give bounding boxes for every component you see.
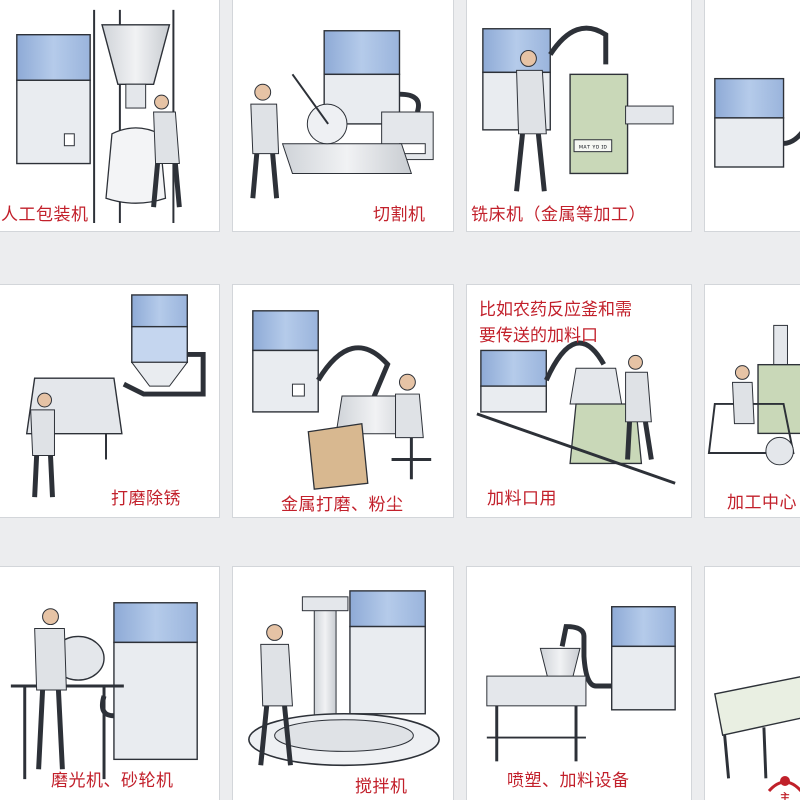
watermark-text: 主: [780, 793, 790, 800]
caption-spray-feeding: 喷塑、加料设备: [507, 771, 630, 791]
panel-metal-grinding-dust: 金属打磨、粉尘: [232, 284, 454, 518]
workbench-illustration: [714, 676, 800, 779]
milling-machine-label: ᴍᴀᴛ ʏᴅ ɪᴅ: [579, 144, 608, 151]
feeding-port-illustration: [476, 340, 676, 485]
caption-feeding-port: 加料口用: [487, 489, 557, 509]
watermark-seal-icon: [767, 776, 800, 793]
milling-illustration: ᴍᴀᴛ ʏᴅ ɪᴅ: [482, 25, 674, 192]
rust-grinding-illustration: [25, 294, 206, 498]
panel-feeding-port: 比如农药反应釜和需 要传送的加料口 加料口用: [466, 284, 692, 518]
caption-manual-packing: 人工包装机: [1, 205, 89, 225]
caption-polishing: 磨光机、砂轮机: [51, 771, 174, 791]
caption-mixing: 搅拌机: [355, 777, 408, 797]
feeding-port-note-line-1: 比如农药反应釜和需: [479, 300, 632, 320]
panel-partial-top-right: [704, 0, 800, 232]
watermark-logo: 主: [763, 771, 800, 800]
feeding-port-note: 比如农药反应釜和需 要传送的加料口: [479, 297, 632, 349]
panel-spray-feeding: 喷塑、加料设备: [466, 566, 692, 800]
panel-machining-center: 加工中心: [704, 284, 800, 518]
panel-polishing: 磨光机、砂轮机: [0, 566, 220, 800]
panel-manual-packing: 人工包装机: [0, 0, 220, 232]
panel-partial-bottom-right: 主: [704, 566, 800, 800]
caption-machining-center: 加工中心: [727, 493, 797, 513]
metal-grinding-illustration: [252, 310, 432, 490]
polishing-illustration: [10, 602, 198, 780]
machining-center-illustration: [707, 324, 800, 466]
caption-cutting: 切割机: [373, 205, 426, 225]
manual-packing-illustration: [16, 9, 182, 224]
panel-milling: ᴍᴀᴛ ʏᴅ ɪᴅ 铣床机（金属等加工）: [466, 0, 692, 232]
caption-milling: 铣床机（金属等加工）: [471, 205, 646, 225]
caption-rust-grinding: 打磨除锈: [111, 489, 181, 509]
collector-illustration: [714, 77, 800, 168]
mixing-illustration: [248, 590, 440, 767]
feeding-port-note-line-2: 要传送的加料口: [479, 326, 598, 346]
panel-cutting: 切割机: [232, 0, 454, 232]
panel-rust-grinding: 打磨除锈: [0, 284, 220, 518]
panel-mixing: 搅拌机: [232, 566, 454, 800]
spray-feeding-illustration: [486, 606, 676, 762]
caption-metal-grinding-dust: 金属打磨、粉尘: [281, 495, 404, 515]
cutting-illustration: [250, 30, 434, 199]
